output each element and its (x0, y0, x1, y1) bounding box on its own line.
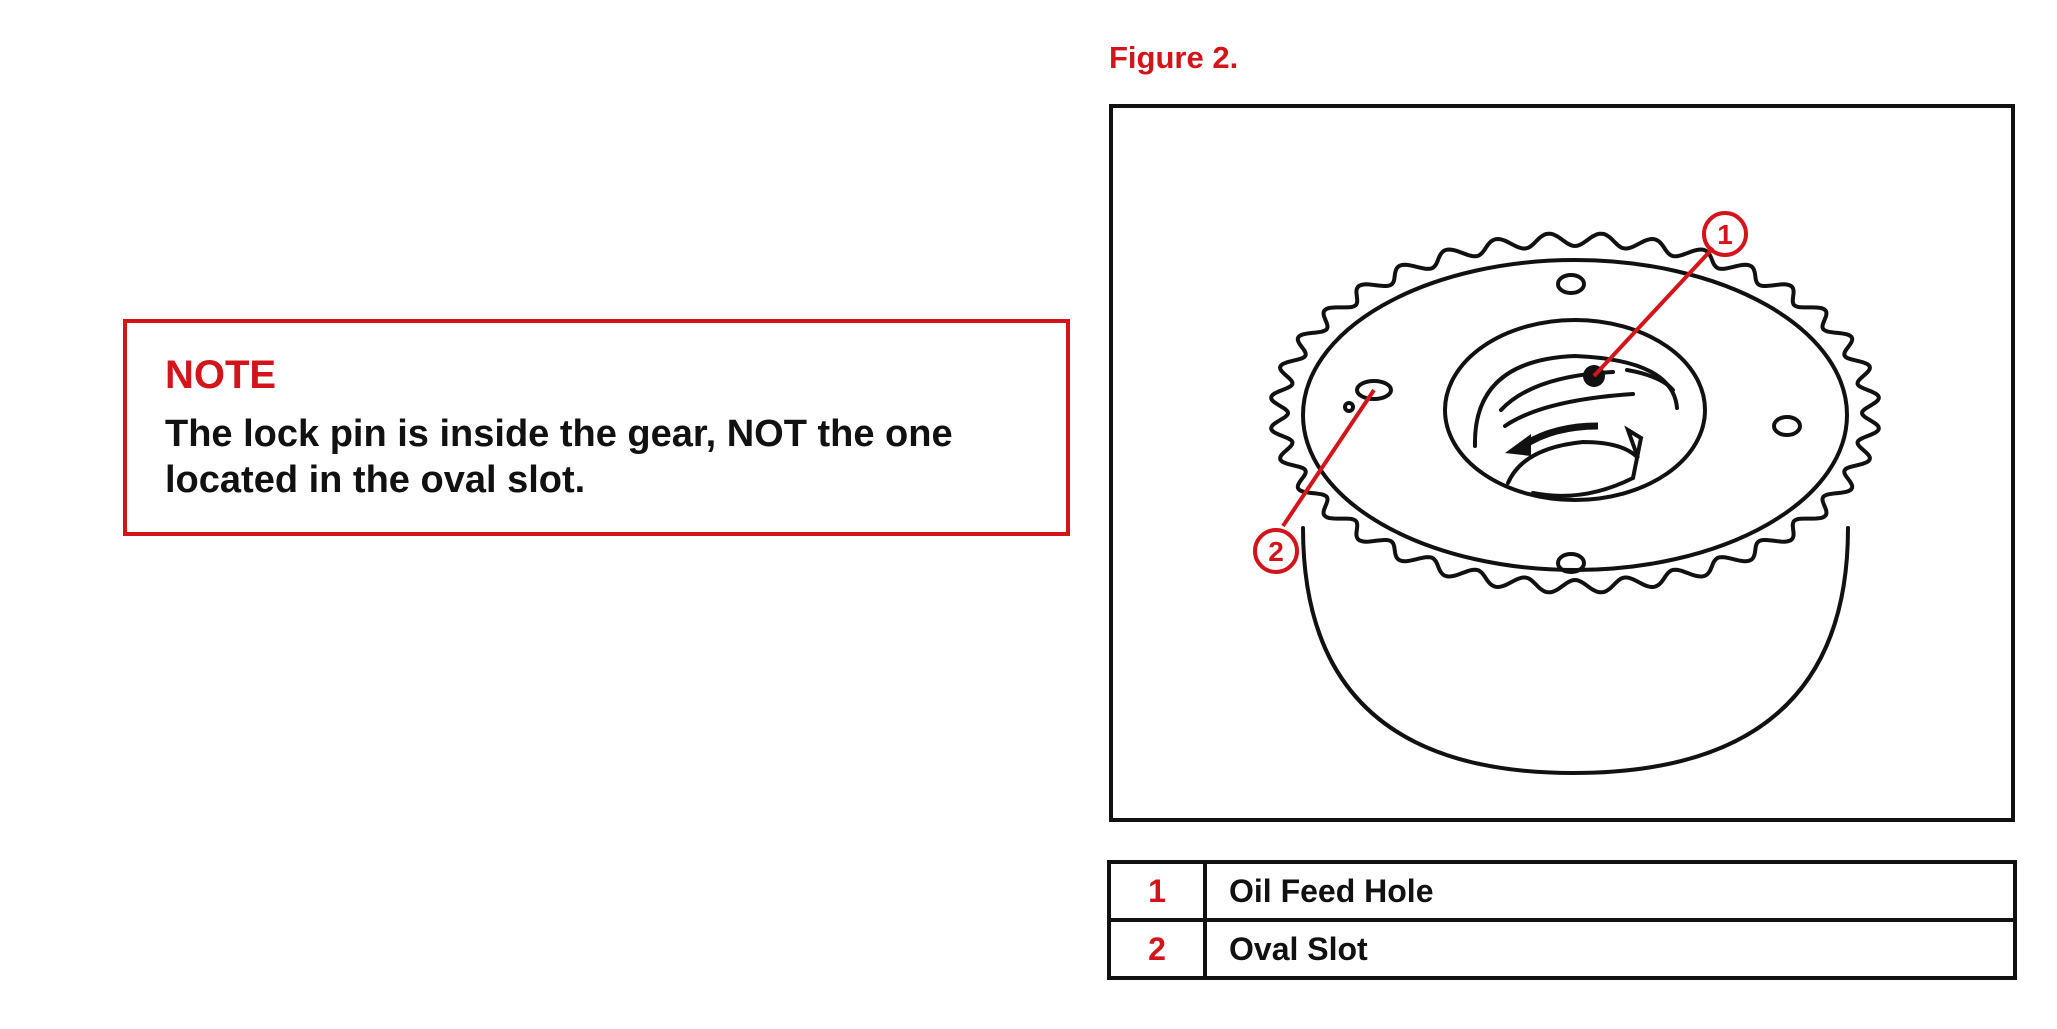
legend-label: Oil Feed Hole (1203, 860, 2017, 922)
callout-2-label: 2 (1268, 536, 1284, 567)
bolt-hole-right (1772, 415, 1802, 437)
legend-table: 1 Oil Feed Hole 2 Oval Slot (1107, 860, 2017, 980)
note-heading: NOTE (165, 353, 277, 397)
legend-row: 2 Oval Slot (1107, 918, 2017, 980)
note-line-1: The lock pin is inside the gear, NOT the… (165, 413, 953, 455)
legend-number: 2 (1107, 918, 1207, 980)
hub-groove-3 (1503, 392, 1635, 428)
callout-2-circle (1253, 528, 1299, 574)
legend-number: 1 (1107, 860, 1207, 922)
hub-groove-2 (1625, 368, 1675, 392)
hub-lock-pin-cutout (1506, 425, 1644, 498)
figure-title: Figure 2. (1109, 40, 1239, 75)
gear-face-ring (1301, 258, 1849, 572)
figure-frame: 1 2 (1109, 104, 2015, 822)
small-hole (1343, 401, 1355, 413)
callout-1-label: 1 (1717, 219, 1733, 250)
bolt-hole-bottom (1556, 552, 1586, 574)
sprocket-illustration: 1 2 (1253, 211, 1881, 776)
note-text: The lock pin is inside the gear, NOT the… (165, 411, 1030, 503)
gear-body-outline (1301, 526, 1850, 776)
legend-row: 1 Oil Feed Hole (1107, 860, 2017, 922)
note-box: NOTE The lock pin is inside the gear, NO… (123, 319, 1070, 536)
legend-label: Oval Slot (1203, 918, 2017, 980)
note-line-2: located in the oval slot. (165, 459, 586, 501)
callout-2-leader (1281, 388, 1376, 528)
oval-slot (1355, 379, 1393, 401)
hub-outer (1443, 318, 1707, 502)
rotation-arrow-icon (1505, 422, 1599, 456)
callout-1-circle (1702, 211, 1748, 257)
bolt-hole-top (1556, 273, 1586, 295)
callout-1-leader (1592, 246, 1715, 378)
sprocket-teeth (1269, 231, 1881, 595)
